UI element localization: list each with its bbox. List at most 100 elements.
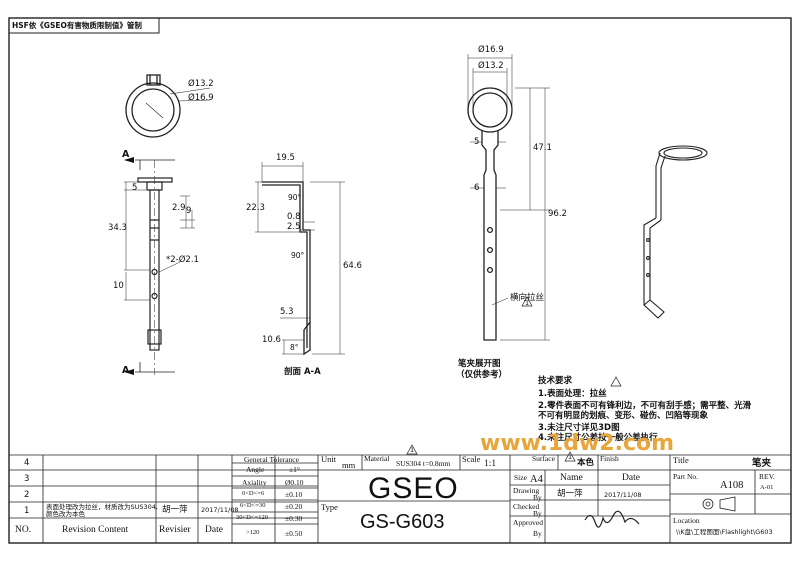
checked-label: Checked xyxy=(513,502,540,511)
rev-revisier-1: 胡一萍 xyxy=(162,505,188,515)
section-angle-8: 8° xyxy=(290,343,299,352)
size-label: Size xyxy=(514,473,527,482)
header-note: HSF依《GSEO有害物质限制值》管制 xyxy=(12,21,142,30)
approved-label: Approved xyxy=(513,518,543,527)
flat-outer-diameter: Ø16.9 xyxy=(478,45,504,55)
flat-dim-6: 6 xyxy=(474,183,480,193)
section-label-top: A xyxy=(122,149,130,160)
top-view-outer-diameter: Ø16.9 xyxy=(188,93,214,103)
header-note-box xyxy=(8,17,160,34)
surface-value: 本色 xyxy=(577,458,595,468)
watermark: www.1dw2.com xyxy=(480,431,675,456)
drawing-by: By xyxy=(533,493,542,502)
tol-label-angle: Angle xyxy=(246,465,265,474)
rev-label: REV. xyxy=(759,472,775,481)
section-dim-0-8: 0.8 xyxy=(287,212,301,222)
front-dim-5: 5 xyxy=(132,183,138,193)
isometric-part xyxy=(643,145,708,319)
rev-no-4: 4 xyxy=(24,458,30,468)
material-label: Material xyxy=(364,454,390,463)
location-label: Location xyxy=(673,516,700,525)
front-dim-9: 9 xyxy=(186,206,192,216)
flat-pattern-title: 笔夹展开图 xyxy=(458,359,501,369)
front-view-dim-lines xyxy=(124,181,195,301)
tol-label-120: >120 xyxy=(246,529,260,536)
header-revisier: Revisier xyxy=(159,525,191,535)
rev-content-1-line2: 颜色改为本色 xyxy=(46,510,85,518)
sheet-border xyxy=(8,17,792,544)
tol-value-axiality: Ø0.10 xyxy=(285,478,304,487)
section-label-bottom: A xyxy=(122,365,130,376)
type-label: Type xyxy=(321,502,338,512)
flat-pattern-part xyxy=(467,87,513,341)
section-arrow-top xyxy=(135,159,175,170)
part-no-value: A108 xyxy=(720,480,744,491)
front-view-part xyxy=(137,160,173,375)
rev-no-2: 2 xyxy=(24,490,30,500)
material-flag: 1 xyxy=(410,446,415,454)
tech-requirement-2b: 不可有明显的划痕、变形、碰伤、凹陷等现象 xyxy=(538,411,709,421)
front-dim-holes: *2-Ø2.1 xyxy=(166,255,199,265)
tol-label-30-120: 30<D<=120 xyxy=(236,514,268,521)
revision-flags xyxy=(406,296,622,462)
flat-flag: 1 xyxy=(525,299,530,307)
drawing-name: 胡一萍 xyxy=(557,489,583,499)
top-view-inner-diameter: Ø13.2 xyxy=(188,79,214,89)
section-dim-2-5: 2.5 xyxy=(287,222,301,232)
unit-label: Unit xyxy=(321,454,337,464)
flat-note: 横向拉丝 xyxy=(510,293,545,303)
surface-label: Surface xyxy=(532,454,555,463)
section-dim-64-6: 64.6 xyxy=(343,261,362,271)
tol-label-6-30: 6<D<=30 xyxy=(240,502,266,509)
flat-dim-47-1: 47.1 xyxy=(533,143,552,153)
flat-dim-5: 5 xyxy=(474,137,480,147)
section-dim-22-3: 22.3 xyxy=(246,203,265,213)
tol-label-0-6: 0<D<=6 xyxy=(242,490,265,497)
location-value: \\K盘\工程图面\Flashlight\G603 xyxy=(676,528,773,536)
section-dim-lines xyxy=(255,162,345,355)
rev-content-1-line1: 表面处理改为拉丝，材质改为SUS304, xyxy=(46,503,158,511)
flat-pattern-subtitle: （仅供参考） xyxy=(456,370,508,380)
section-profile xyxy=(262,181,311,356)
flat-inner-diameter: Ø13.2 xyxy=(478,61,504,71)
tech-requirement-2: 2.零件表面不可有锋利边，不可有刮手感；需平整、光滑 xyxy=(538,401,752,411)
flat-dim-96-2: 96.2 xyxy=(548,209,567,219)
tol-label-axiality: Axiality xyxy=(242,478,267,487)
part-code: GS-G603 xyxy=(360,511,445,533)
drawing-label: Drawing xyxy=(513,486,540,495)
front-dim-2-9: 2.9 xyxy=(172,203,186,213)
section-dim-19-5: 19.5 xyxy=(276,153,295,163)
rev-no-3: 3 xyxy=(24,474,30,484)
tech-requirement-4: 4.未注尺寸公差按一般公差执行 xyxy=(538,433,658,443)
projection-symbol xyxy=(702,496,736,512)
tol-value-angle: ±1° xyxy=(289,465,300,474)
front-dim-34-3: 34.3 xyxy=(108,223,127,233)
rev-no-1: 1 xyxy=(24,506,30,516)
company-name: GSEO xyxy=(368,472,459,505)
tech-requirement-3: 3.未注尺寸详见3D图 xyxy=(538,423,620,433)
section-angle-mid: 90° xyxy=(291,251,305,260)
unit-value: mm xyxy=(342,460,356,470)
tol-value-6-30: ±0.20 xyxy=(285,502,303,511)
checked-by: By xyxy=(533,509,542,518)
tolerance-title: General Tolerance xyxy=(244,455,299,464)
name-header: Name xyxy=(560,473,583,483)
front-dim-10: 10 xyxy=(113,281,124,291)
tech-requirement-1: 1.表面处理：拉丝 xyxy=(538,389,607,399)
drawing-date: 2017/11/08 xyxy=(604,491,642,499)
top-view-ring xyxy=(125,74,181,138)
section-title: 剖面 A-A xyxy=(284,367,321,377)
finish-label: Finish xyxy=(600,454,619,463)
tol-value-30-120: ±0.30 xyxy=(285,514,303,523)
rev-value: A-01 xyxy=(760,484,774,491)
flat-pattern-dim-lines xyxy=(467,54,550,341)
part-no-label: Part No. xyxy=(673,472,698,481)
signature-scribble xyxy=(584,510,640,528)
material-value: SUS304 t=0.8mm xyxy=(396,459,451,468)
size-value: A4 xyxy=(530,474,543,485)
tol-value-120: ±0.50 xyxy=(285,529,303,538)
tech-requirements-title: 技术要求 xyxy=(538,376,573,386)
date-header: Date xyxy=(622,473,640,483)
tol-value-0-6: ±0.10 xyxy=(285,490,303,499)
